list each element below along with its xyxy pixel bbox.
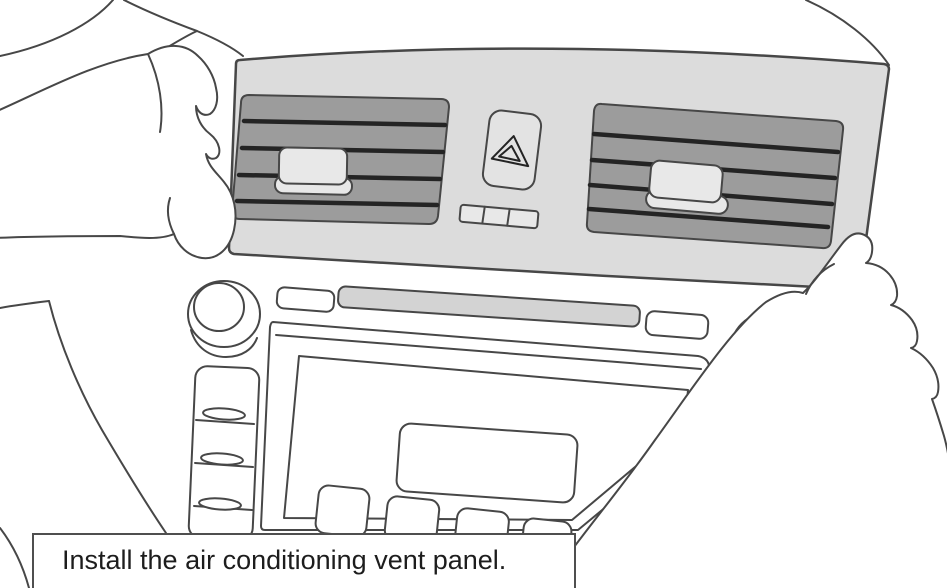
load-button (644, 310, 710, 340)
display-bezel-inner-frame (283, 355, 689, 521)
volume-knob-skirt (190, 329, 258, 358)
volume-knob-inner (193, 282, 245, 332)
volume-knob (187, 280, 261, 358)
left-wrist-crease (147, 53, 163, 133)
side-button-oval-2 (200, 452, 244, 466)
right-air-vent (585, 102, 845, 250)
roofline-right (805, 0, 890, 66)
display-bezel-outer (260, 321, 710, 531)
cd-slot (337, 285, 641, 328)
hazard-button-face (481, 109, 543, 191)
side-button-oval-1 (202, 407, 246, 421)
side-button-strip (187, 365, 261, 541)
display-bezel-top-facet (275, 334, 702, 370)
left-air-vent (231, 94, 450, 225)
steering-wheel-line (0, 300, 50, 309)
display-window (395, 422, 579, 504)
vent-panel (227, 47, 891, 291)
left-vent-tab (277, 146, 349, 186)
right-hand-outline (542, 232, 947, 588)
steering-column-line (48, 300, 167, 534)
center-vent-strip (458, 203, 540, 230)
left-hand (0, 45, 237, 260)
side-button-oval-3 (198, 497, 242, 511)
warning-triangle-icon-inner (498, 144, 521, 163)
center-vent-strip-dividers (481, 205, 511, 227)
caption-text: Install the air conditioning vent panel. (62, 545, 507, 575)
warning-triangle-icon (490, 135, 530, 168)
caption-box: Install the air conditioning vent panel. (32, 533, 576, 588)
hazard-button (481, 109, 543, 191)
eject-button (275, 286, 336, 313)
left-palm-crease (166, 197, 175, 235)
center-vent-strip-body (458, 203, 540, 230)
right-vent-tab (648, 159, 724, 204)
roofline-left (0, 0, 114, 57)
bottom-button-1 (314, 484, 371, 538)
right-thumb-crease (805, 263, 835, 295)
right-hand (542, 232, 947, 588)
steering-wheel-arc (0, 527, 30, 588)
display-bezel (260, 321, 710, 553)
